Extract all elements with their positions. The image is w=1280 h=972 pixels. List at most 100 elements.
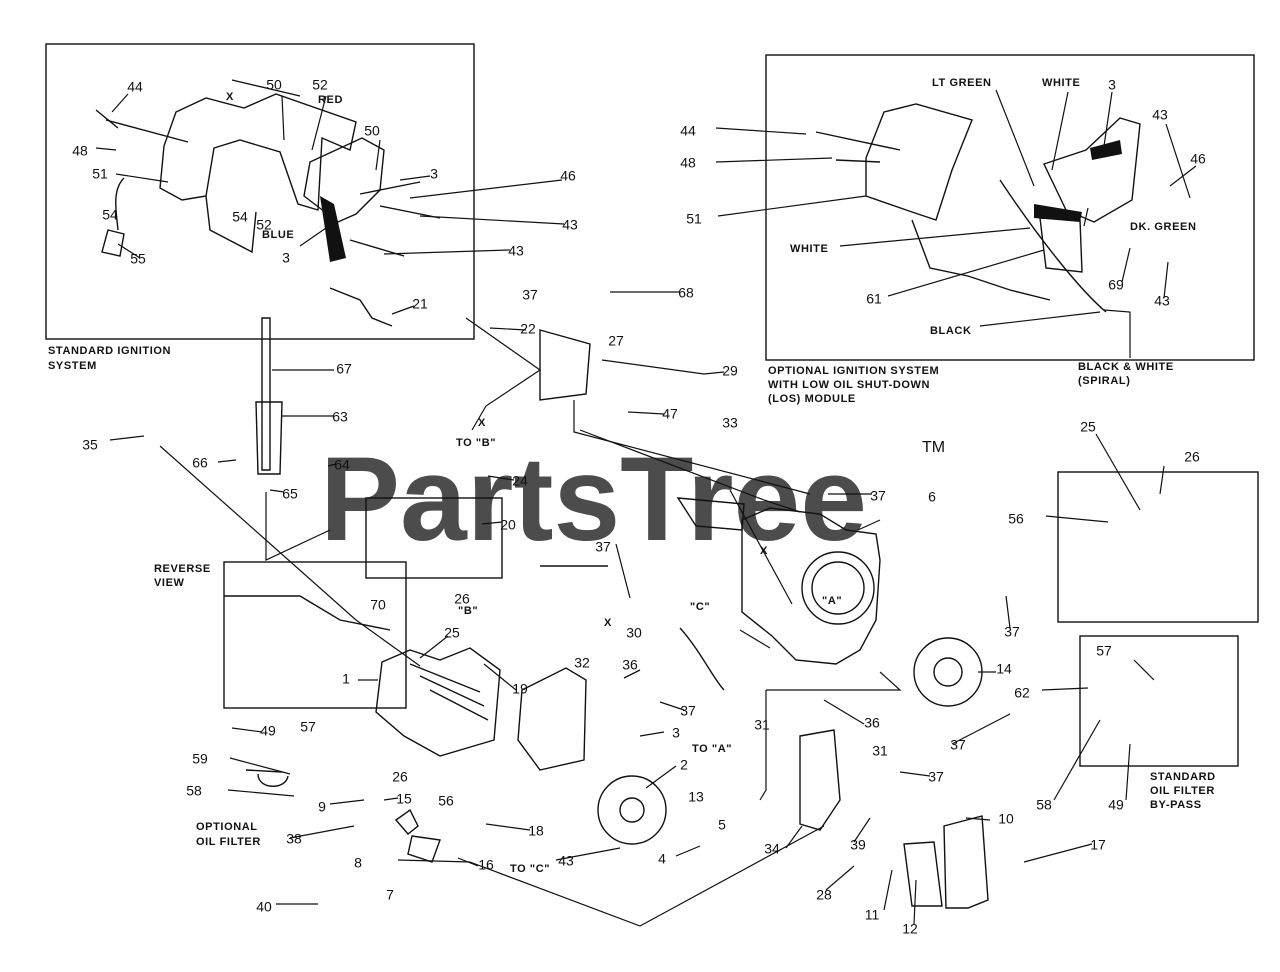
part-callout: 56 xyxy=(438,793,454,809)
part-callout: 58 xyxy=(186,783,202,799)
part-callout: 37 xyxy=(522,287,538,303)
label-x-2: X xyxy=(760,545,768,557)
part-callout: 6 xyxy=(928,489,936,505)
part-callout: 62 xyxy=(1014,685,1030,701)
part-callout: 61 xyxy=(866,291,882,307)
oil-filter-bypass-inset xyxy=(1079,635,1239,767)
part-callout: 11 xyxy=(865,907,880,923)
wire-label-white-top: WHITE xyxy=(1042,77,1080,89)
part-callout: 37 xyxy=(1004,624,1020,640)
part-callout: 65 xyxy=(282,486,298,502)
wire-label-dk-green: DK. GREEN xyxy=(1130,221,1197,233)
part-callout: 56 xyxy=(1008,511,1024,527)
part-callout: 48 xyxy=(680,155,696,171)
standard-ignition-inset xyxy=(45,43,475,340)
part-callout: 43 xyxy=(1154,293,1170,309)
wire-label-lt-green: LT GREEN xyxy=(932,77,992,89)
caption-reverse-view-1: REVERSE xyxy=(154,563,211,575)
part-callout: 4 xyxy=(658,851,666,867)
part-callout: 49 xyxy=(260,723,276,739)
part-callout: 32 xyxy=(574,655,590,671)
part-callout: 68 xyxy=(678,285,694,301)
part-callout: 24 xyxy=(512,473,528,489)
part-callout: 9 xyxy=(318,799,326,815)
part-callout: 59 xyxy=(192,751,208,767)
part-callout: 37 xyxy=(680,703,696,719)
wire-label-black: BLACK xyxy=(930,325,972,337)
part-callout: 63 xyxy=(332,409,348,425)
part-callout: 58 xyxy=(1036,797,1052,813)
part-callout: 3 xyxy=(430,166,438,182)
part-callout: 66 xyxy=(192,455,208,471)
part-callout: 50 xyxy=(266,77,282,93)
part-callout: 18 xyxy=(528,823,544,839)
part-callout: 43 xyxy=(558,853,574,869)
part-callout: 29 xyxy=(722,363,738,379)
part-callout: 57 xyxy=(1096,643,1112,659)
part-callout: 52 xyxy=(256,217,272,233)
optional-ignition-parts xyxy=(815,103,1141,313)
part-callout: 7 xyxy=(386,887,394,903)
part-callout: 27 xyxy=(608,333,624,349)
part-callout: 37 xyxy=(595,539,611,555)
label-x-4: X xyxy=(226,91,234,103)
part-callout: 28 xyxy=(816,887,832,903)
label-to-a: TO "A" xyxy=(692,743,732,755)
captions: STANDARD IGNITION SYSTEM OPTIONAL IGNITI… xyxy=(48,345,1216,848)
part-callout: 12 xyxy=(902,921,918,937)
part-callout: 43 xyxy=(508,243,524,259)
part-callout: 5 xyxy=(718,817,726,833)
part-callout: 33 xyxy=(722,415,738,431)
reverse-view-inset xyxy=(223,561,407,709)
part-callout: 43 xyxy=(1152,107,1168,123)
part-callout: 8 xyxy=(354,855,362,871)
part-callout: 37 xyxy=(928,769,944,785)
caption-optional-ignition-3: (LOS) MODULE xyxy=(768,393,856,405)
wire-label-red: RED xyxy=(318,94,343,106)
caption-standard-oil-filter-1: STANDARD xyxy=(1150,771,1216,783)
engine-assembly xyxy=(224,317,989,909)
caption-black-white-2: (SPIRAL) xyxy=(1078,375,1130,387)
part-callout: 35 xyxy=(82,437,98,453)
watermark: PartsTree TM xyxy=(320,432,945,566)
leader-lines xyxy=(95,89,1197,927)
part-callout: 46 xyxy=(560,168,576,184)
part-callout: 54 xyxy=(232,209,248,225)
part-callout: 55 xyxy=(130,251,146,267)
part-callout: 21 xyxy=(412,296,428,312)
label-a: "A" xyxy=(822,595,842,607)
part-callout: 26 xyxy=(1184,449,1200,465)
part-callout: 70 xyxy=(370,597,386,613)
label-c: "C" xyxy=(690,601,710,613)
part-callout: 15 xyxy=(396,791,412,807)
part-callout: 17 xyxy=(1090,837,1106,853)
part-callout: 25 xyxy=(1080,419,1096,435)
part-callout: 36 xyxy=(622,657,638,673)
part-callout: 25 xyxy=(444,625,460,641)
part-callout: 51 xyxy=(686,211,702,227)
part-callout: 44 xyxy=(127,79,143,95)
caption-standard-oil-filter-2: OIL FILTER xyxy=(1150,785,1215,797)
part-callout: 3 xyxy=(672,725,680,741)
part-callout: 54 xyxy=(102,207,118,223)
part-callout: 57 xyxy=(300,719,316,735)
part-callout: 26 xyxy=(392,769,408,785)
part-callout: 39 xyxy=(850,837,866,853)
part-callout: 64 xyxy=(334,457,350,473)
optional-ignition-inset xyxy=(765,54,1255,361)
label-b: "B" xyxy=(458,605,478,617)
label-x-1: X xyxy=(478,417,486,429)
part-callout: 51 xyxy=(92,166,108,182)
part-callout: 37 xyxy=(950,737,966,753)
watermark-brand: PartsTree xyxy=(320,432,867,566)
part-callout: 22 xyxy=(520,321,536,337)
part-callout: 69 xyxy=(1108,277,1124,293)
part-callout: 44 xyxy=(680,123,696,139)
label-x-3: X xyxy=(604,617,612,629)
label-to-c: TO "C" xyxy=(510,863,550,875)
part-callout: 48 xyxy=(72,143,88,159)
part-callout: 10 xyxy=(998,811,1014,827)
part-callout: 67 xyxy=(336,361,352,377)
